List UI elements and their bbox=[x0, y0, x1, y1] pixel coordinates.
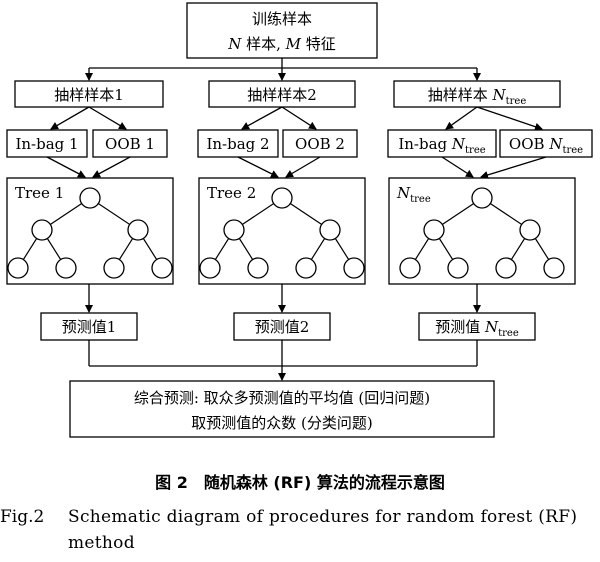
prediction-label: 预测值2 bbox=[255, 318, 310, 336]
tree-box bbox=[6, 177, 174, 285]
tree-node bbox=[447, 257, 469, 279]
tree-label: Tree 2 bbox=[207, 184, 256, 202]
caption-fig-label: Fig.2 bbox=[0, 507, 45, 527]
tree-node bbox=[399, 257, 421, 279]
training-sample-title: 训练样本 bbox=[252, 10, 312, 28]
tree-node bbox=[79, 187, 101, 209]
tree-node bbox=[151, 257, 173, 279]
final-prediction-box bbox=[69, 380, 495, 438]
final-prediction-line2: 取预测值的众数 (分类问题) bbox=[191, 414, 372, 432]
tree-node bbox=[31, 219, 53, 241]
oob-label: OOB Ntree bbox=[509, 135, 583, 156]
tree-node bbox=[495, 257, 517, 279]
tree-node bbox=[127, 219, 149, 241]
tree-node bbox=[471, 187, 493, 209]
tree-label: Tree 1 bbox=[15, 184, 64, 202]
tree-node bbox=[55, 257, 77, 279]
tree-node bbox=[295, 257, 317, 279]
inbag-label: In-bag 2 bbox=[206, 135, 269, 153]
sample-label: 抽样样本 Ntree bbox=[428, 86, 527, 107]
tree-box bbox=[388, 177, 576, 285]
tree-node bbox=[7, 257, 29, 279]
tree-node bbox=[223, 219, 245, 241]
sample-label: 抽样样本1 bbox=[54, 86, 124, 104]
caption-chinese: 图 2 随机森林 (RF) 算法的流程示意图 bbox=[155, 473, 445, 492]
tree-label: Ntree bbox=[396, 184, 431, 205]
sample-label: 抽样样本2 bbox=[247, 86, 317, 104]
oob-label: OOB 1 bbox=[105, 135, 155, 153]
tree-node bbox=[519, 219, 541, 241]
tree-node bbox=[423, 219, 445, 241]
prediction-label: 预测值1 bbox=[62, 318, 117, 336]
oob-label: OOB 2 bbox=[295, 135, 345, 153]
tree-node bbox=[103, 257, 125, 279]
tree-node bbox=[199, 257, 221, 279]
inbag-label: In-bag 1 bbox=[15, 135, 78, 153]
inbag-label: In-bag Ntree bbox=[398, 135, 485, 156]
tree-node bbox=[343, 257, 365, 279]
prediction-label: 预测值 Ntree bbox=[435, 318, 519, 339]
training-sample-desc: N 样本, M 特征 bbox=[227, 35, 336, 53]
tree-node bbox=[271, 187, 293, 209]
final-prediction-line1: 综合预测: 取众多预测值的平均值 (回归问题) bbox=[134, 389, 430, 407]
tree-node bbox=[247, 257, 269, 279]
tree-node bbox=[319, 219, 341, 241]
tree-node bbox=[543, 257, 565, 279]
caption-english: Schematic diagram of procedures for rand… bbox=[68, 507, 578, 553]
